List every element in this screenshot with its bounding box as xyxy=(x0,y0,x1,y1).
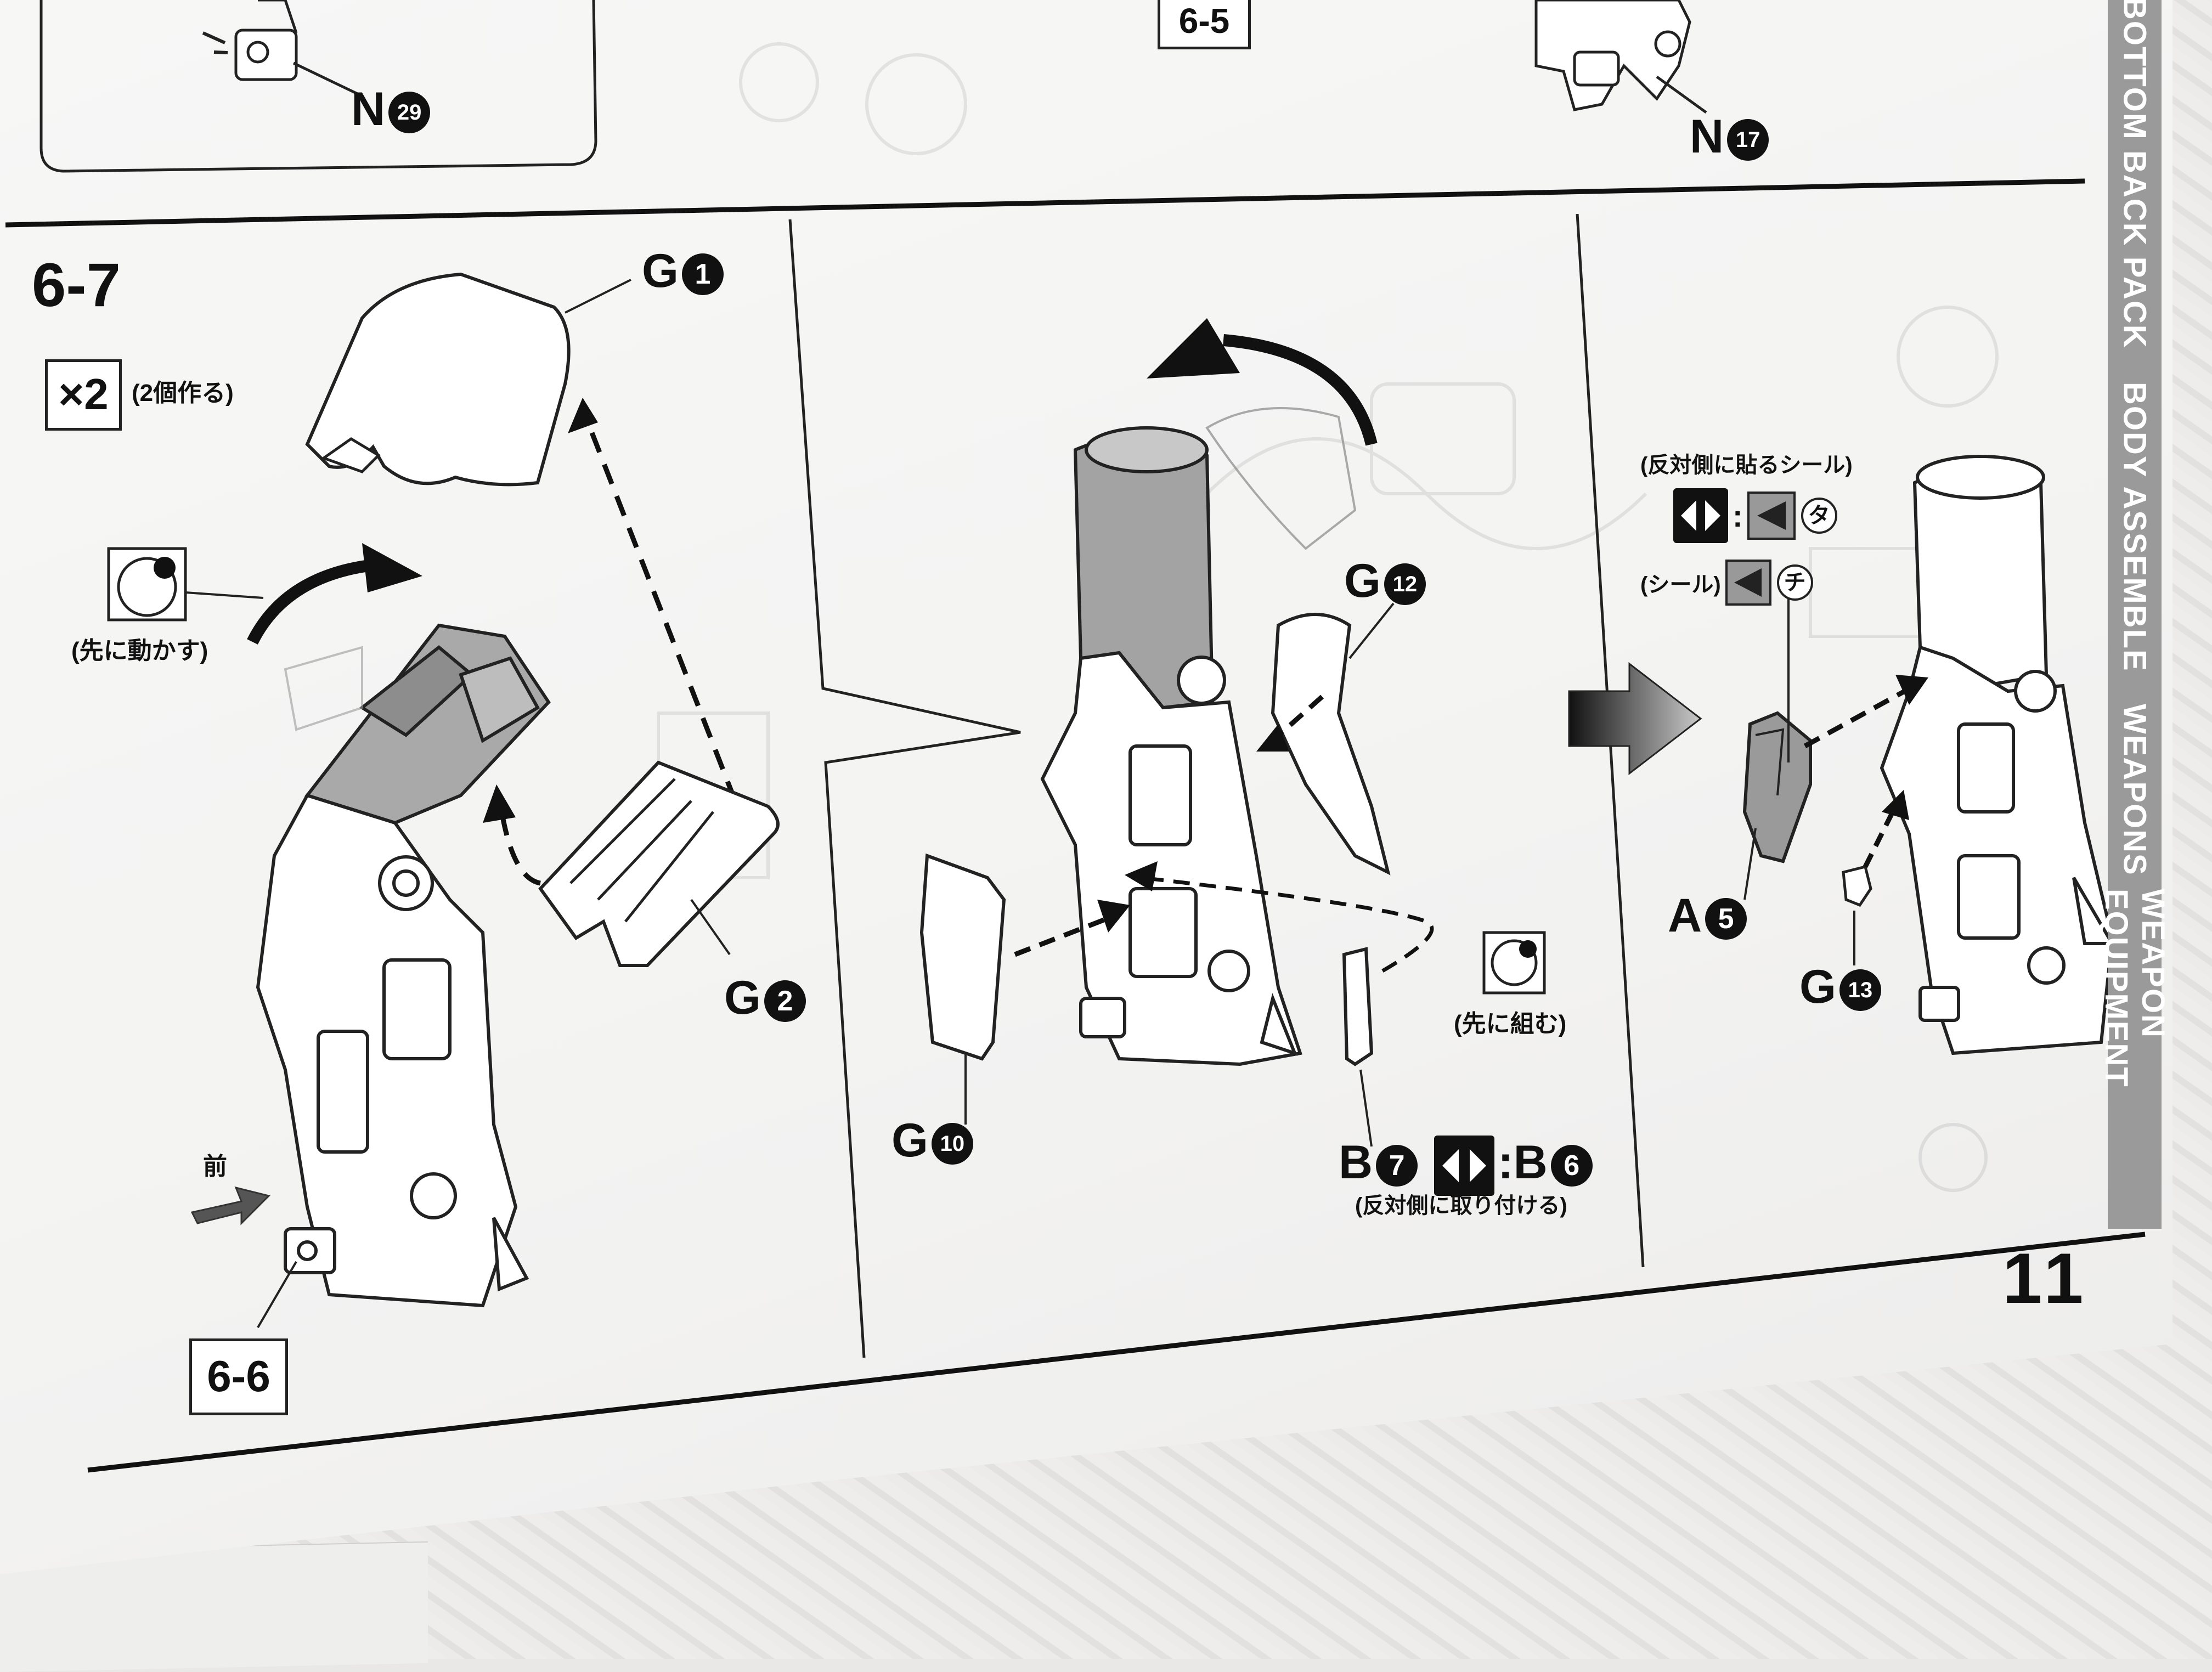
swap-sides-icon xyxy=(1434,1136,1495,1196)
sticker-opposite-title: (反対側に貼るシール) xyxy=(1640,453,1853,477)
part-g13-drawing xyxy=(1842,865,1872,907)
front-label: 前 xyxy=(203,1153,227,1180)
leg-assembly-step1 xyxy=(256,623,551,1308)
sticker-swatch-ta xyxy=(1747,492,1796,540)
next-step-arrow-icon xyxy=(1568,662,1702,776)
move-first-label: (先に動かす) xyxy=(71,637,208,664)
top-separator xyxy=(5,178,2085,228)
sticker-row: (シール) チ xyxy=(1640,560,1813,606)
tab-body-assemble: BODY ASSEMBLE xyxy=(2108,362,2162,693)
tab-weapons: WEAPONS xyxy=(2108,691,2162,891)
sticker-label: (シール) xyxy=(1640,573,1721,597)
sticker-swatch-chi xyxy=(1725,560,1771,606)
tab-back-pack: BACK PACK xyxy=(2108,137,2162,364)
top-left-part-drawing xyxy=(202,0,363,98)
part-g10-drawing xyxy=(919,853,1006,1061)
page-number: 11 xyxy=(2002,1238,2089,1318)
leg-assembly-step3 xyxy=(1880,455,2115,1055)
tab-bottom: BOTTOM xyxy=(2108,0,2162,140)
front-arrow-icon xyxy=(190,1186,270,1225)
part-g1-drawing xyxy=(305,272,571,487)
part-g12-drawing xyxy=(1271,613,1391,875)
top-right-part-drawing xyxy=(1534,0,1707,114)
sticker-opposite-row: : タ xyxy=(1673,488,1837,543)
sticker-chi: チ xyxy=(1776,564,1813,601)
swap-sides-icon-2 xyxy=(1673,488,1728,543)
top-strip-box xyxy=(40,0,597,173)
reference-step-label: 6-6 xyxy=(189,1338,288,1415)
tab-weapon-equipment: WEAPON EQUIPMENT xyxy=(2098,889,2171,1231)
multiplier-badge: ×2 xyxy=(45,359,122,431)
bottom-separator xyxy=(87,1232,2146,1473)
part-b7-drawing xyxy=(1342,947,1374,1066)
step-number: 6-7 xyxy=(32,251,121,319)
leg-assembly-step2 xyxy=(1040,426,1302,1066)
sticker-ta: タ xyxy=(1801,498,1837,534)
panel-separator-1 xyxy=(788,219,1021,1358)
attach-opposite-label: (反対側に取り付ける) xyxy=(1355,1194,1567,1218)
part-g2-drawing xyxy=(538,760,780,967)
multiplier-note: (2個作る) xyxy=(132,380,234,406)
top-step-label: 6-5 xyxy=(1158,0,1251,49)
assemble-first-label: (先に組む) xyxy=(1454,1010,1567,1037)
